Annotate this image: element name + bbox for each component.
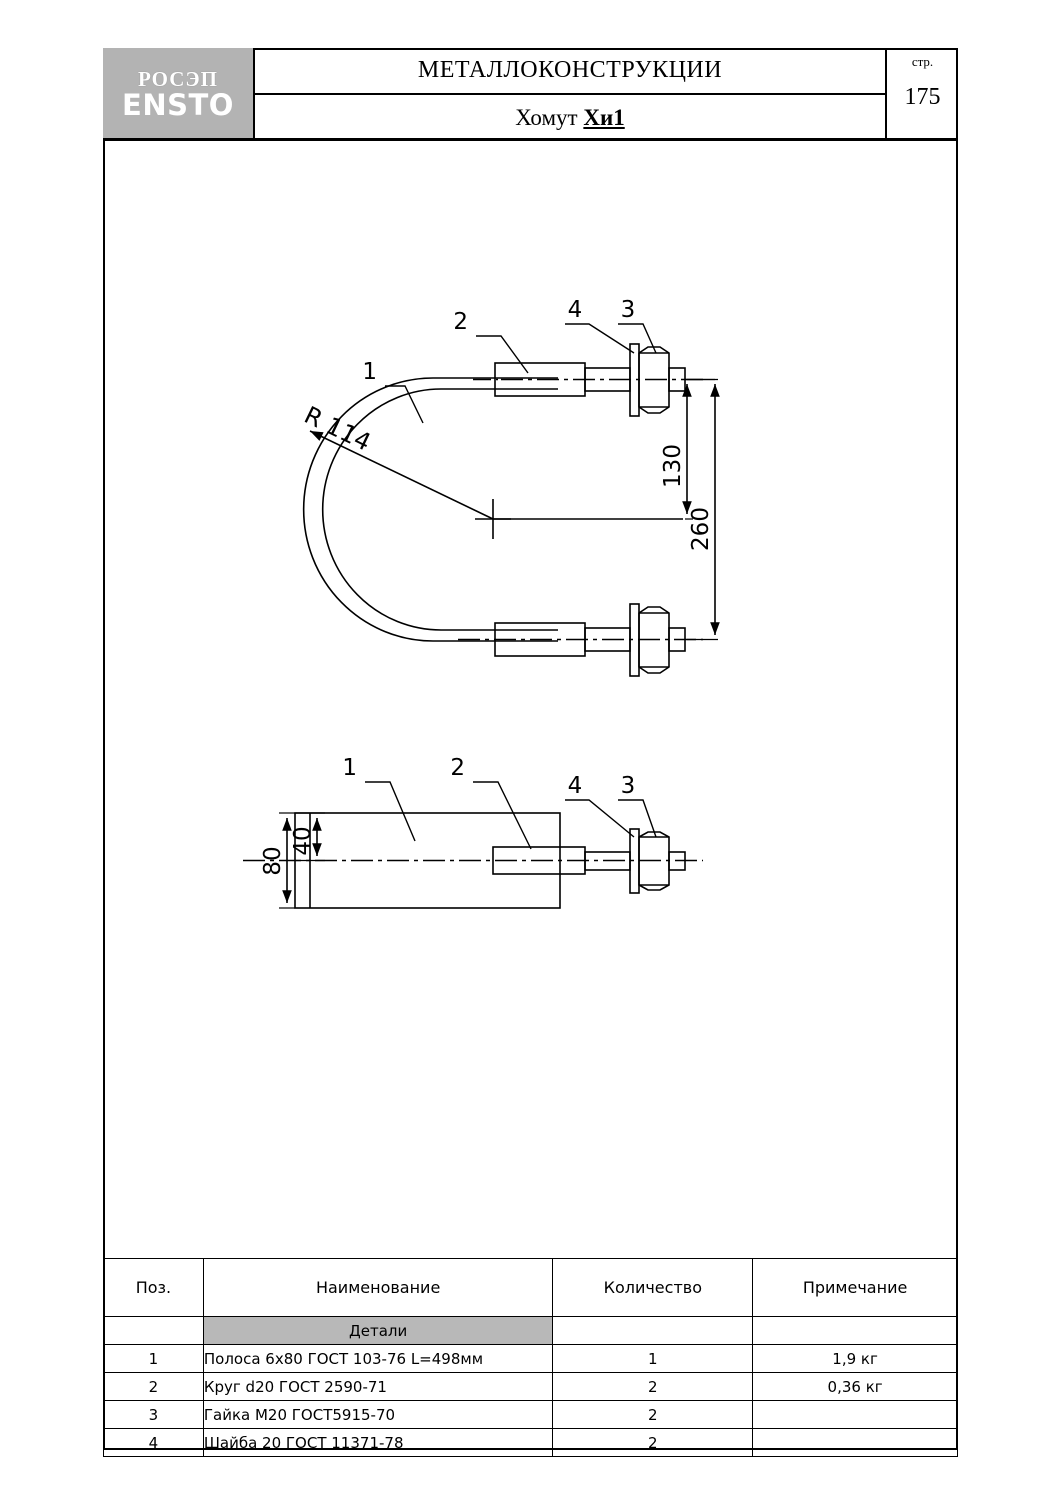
side-callout-2: 2 xyxy=(450,755,465,781)
table-row: 2 Круг d20 ГОСТ 2590-71 2 0,36 кг xyxy=(103,1372,958,1401)
side-callout-1: 1 xyxy=(342,755,357,781)
document-title-prefix: Хомут xyxy=(515,104,584,130)
logo-text-rosep: РОСЭП xyxy=(137,67,219,91)
cell-note: 0,36 кг xyxy=(752,1372,958,1401)
group-qty-empty xyxy=(552,1316,754,1345)
column-header-name: Наименование xyxy=(202,1258,554,1317)
document-title: Хомут Хи1 xyxy=(515,105,624,131)
cell-name: Шайба 20 ГОСТ 11371-78 xyxy=(202,1428,554,1457)
company-logo: РОСЭП ENSTO xyxy=(103,48,253,140)
u-strap-profile xyxy=(302,377,558,642)
dimension-80 xyxy=(279,812,295,909)
title-block: РОСЭП ENSTO МЕТАЛЛОКОНСТРУКЦИИ Хомут Хи1… xyxy=(103,48,958,140)
cell-note xyxy=(752,1428,958,1457)
dimension-40-label: 40 xyxy=(290,826,316,855)
front-callout-3: 3 xyxy=(621,297,636,323)
cell-pos: 1 xyxy=(103,1344,204,1373)
cell-name: Круг d20 ГОСТ 2590-71 xyxy=(202,1372,554,1401)
front-callout-4: 4 xyxy=(568,297,583,323)
dimension-80-label: 80 xyxy=(260,846,286,875)
column-header-qty: Количество xyxy=(552,1258,754,1317)
cell-note: 1,9 кг xyxy=(752,1344,958,1373)
side-callout-4: 4 xyxy=(568,773,583,799)
cell-name: Гайка М20 ГОСТ5915-70 xyxy=(202,1400,554,1429)
front-callout-1: 1 xyxy=(362,359,377,385)
page-number-cell: стр. 175 xyxy=(885,48,958,140)
page-label: стр. xyxy=(911,54,934,69)
cell-qty: 2 xyxy=(552,1372,754,1401)
dimension-130-label: 130 xyxy=(660,444,686,488)
dimension-260-label: 260 xyxy=(688,507,714,551)
cell-name: Полоса 6х80 ГОСТ 103-76 L=498мм xyxy=(202,1344,554,1373)
column-header-note: Примечание xyxy=(752,1258,958,1317)
title-block-center: МЕТАЛЛОКОНСТРУКЦИИ Хомут Хи1 xyxy=(253,48,885,140)
column-header-pos: Поз. xyxy=(103,1258,204,1317)
cell-pos: 3 xyxy=(103,1400,204,1429)
document-title-code: Хи1 xyxy=(583,104,625,130)
radius-leader xyxy=(309,430,494,520)
dimension-260 xyxy=(687,378,720,641)
group-label: Детали xyxy=(202,1316,554,1345)
cell-pos: 4 xyxy=(103,1428,204,1457)
table-row: 4 Шайба 20 ГОСТ 11371-78 2 xyxy=(103,1428,958,1457)
cell-qty: 2 xyxy=(552,1400,754,1429)
document-category-row: МЕТАЛЛОКОНСТРУКЦИИ xyxy=(255,48,885,95)
group-note-empty xyxy=(752,1316,958,1345)
dimension-40 xyxy=(295,812,325,862)
cell-qty: 2 xyxy=(552,1428,754,1457)
dimension-130 xyxy=(682,378,715,520)
cell-pos: 2 xyxy=(103,1372,204,1401)
front-callout-2: 2 xyxy=(453,309,468,335)
table-row: 1 Полоса 6х80 ГОСТ 103-76 L=498мм 1 1,9 … xyxy=(103,1344,958,1373)
group-pos-empty xyxy=(103,1316,204,1345)
title-block-divider xyxy=(103,138,958,141)
upper-bolt-assembly xyxy=(473,343,703,417)
side-callout-3: 3 xyxy=(621,773,636,799)
table-header-row: Поз. Наименование Количество Примечание xyxy=(103,1258,958,1317)
page-number: 175 xyxy=(904,84,941,110)
table-group-row: Детали xyxy=(103,1316,958,1345)
document-title-row: Хомут Хи1 xyxy=(255,95,885,140)
side-callout-leaders xyxy=(365,781,657,850)
technical-drawing: 1 2 4 3 1 2 4 3 R 114 130 260 80 40 xyxy=(103,141,958,1251)
logo-text-ensto: ENSTO xyxy=(122,88,234,122)
lower-bolt-assembly xyxy=(458,603,703,677)
cell-qty: 1 xyxy=(552,1344,754,1373)
parts-table: Поз. Наименование Количество Примечание … xyxy=(103,1258,958,1457)
radius-label: R 114 xyxy=(300,401,375,457)
cell-note xyxy=(752,1400,958,1429)
document-category: МЕТАЛЛОКОНСТРУКЦИИ xyxy=(417,57,723,83)
table-row: 3 Гайка М20 ГОСТ5915-70 2 xyxy=(103,1400,958,1429)
front-callout-leaders xyxy=(385,323,657,424)
